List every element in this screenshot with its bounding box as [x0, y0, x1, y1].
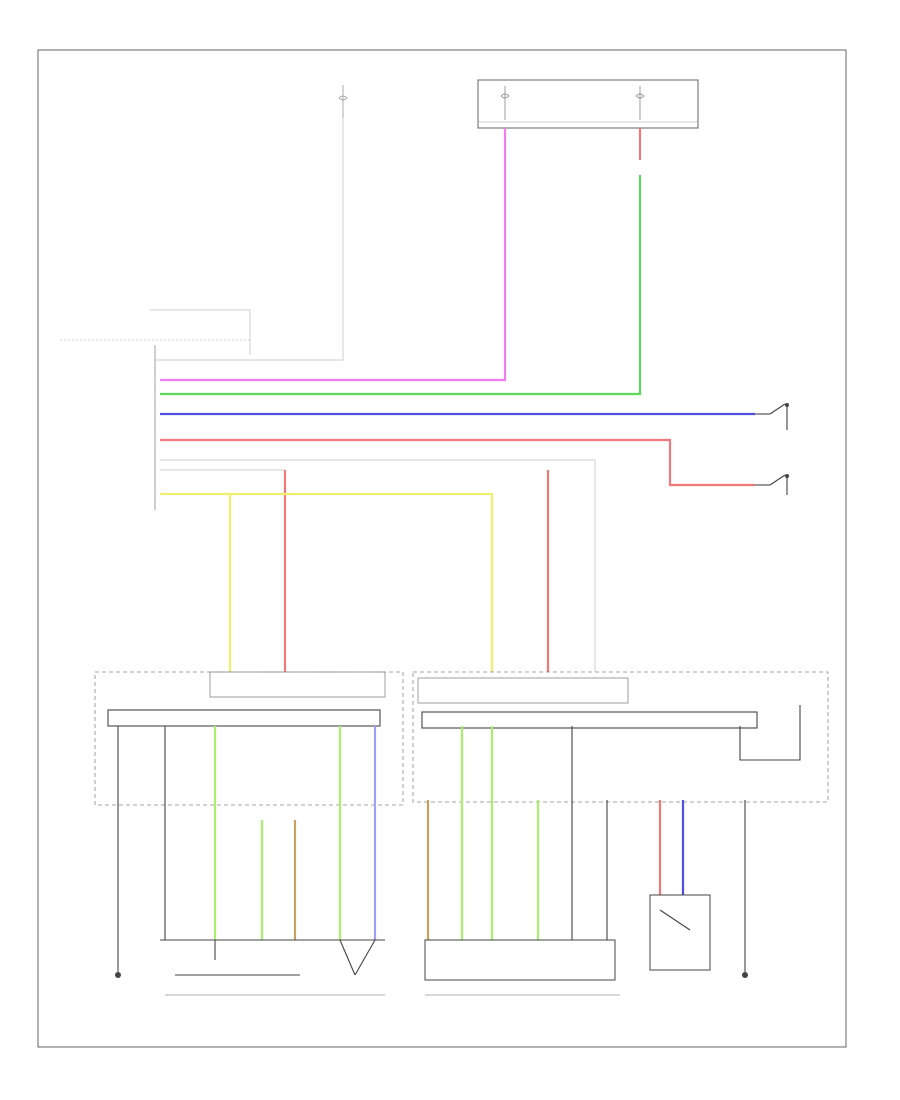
right-module-inner — [417, 677, 629, 704]
wire-green-main — [160, 175, 642, 396]
diagram-frame — [37, 49, 847, 1048]
wire-grey-1 — [160, 459, 596, 672]
door-switch-right-upper — [755, 403, 789, 430]
left-module-inner — [209, 671, 386, 698]
wire-pink — [160, 128, 507, 382]
wire-red — [160, 438, 755, 487]
left-module-wires — [115, 726, 385, 978]
left-module-dashed — [94, 671, 404, 806]
wire-yellow — [160, 492, 494, 672]
fuse-left — [500, 86, 510, 120]
lock-actuator — [649, 894, 711, 971]
module-connector-left — [60, 309, 251, 510]
door-switch-right-lower — [755, 474, 789, 495]
right-module-bar — [421, 711, 758, 729]
right-module-dashed — [412, 671, 829, 803]
fuse-top-left — [155, 85, 348, 361]
right-module-wires — [424, 705, 801, 981]
left-module-bar — [107, 709, 381, 727]
fuse-right — [635, 86, 645, 120]
fuse-relay-box — [477, 79, 699, 129]
left-power-window-switch — [165, 939, 385, 996]
